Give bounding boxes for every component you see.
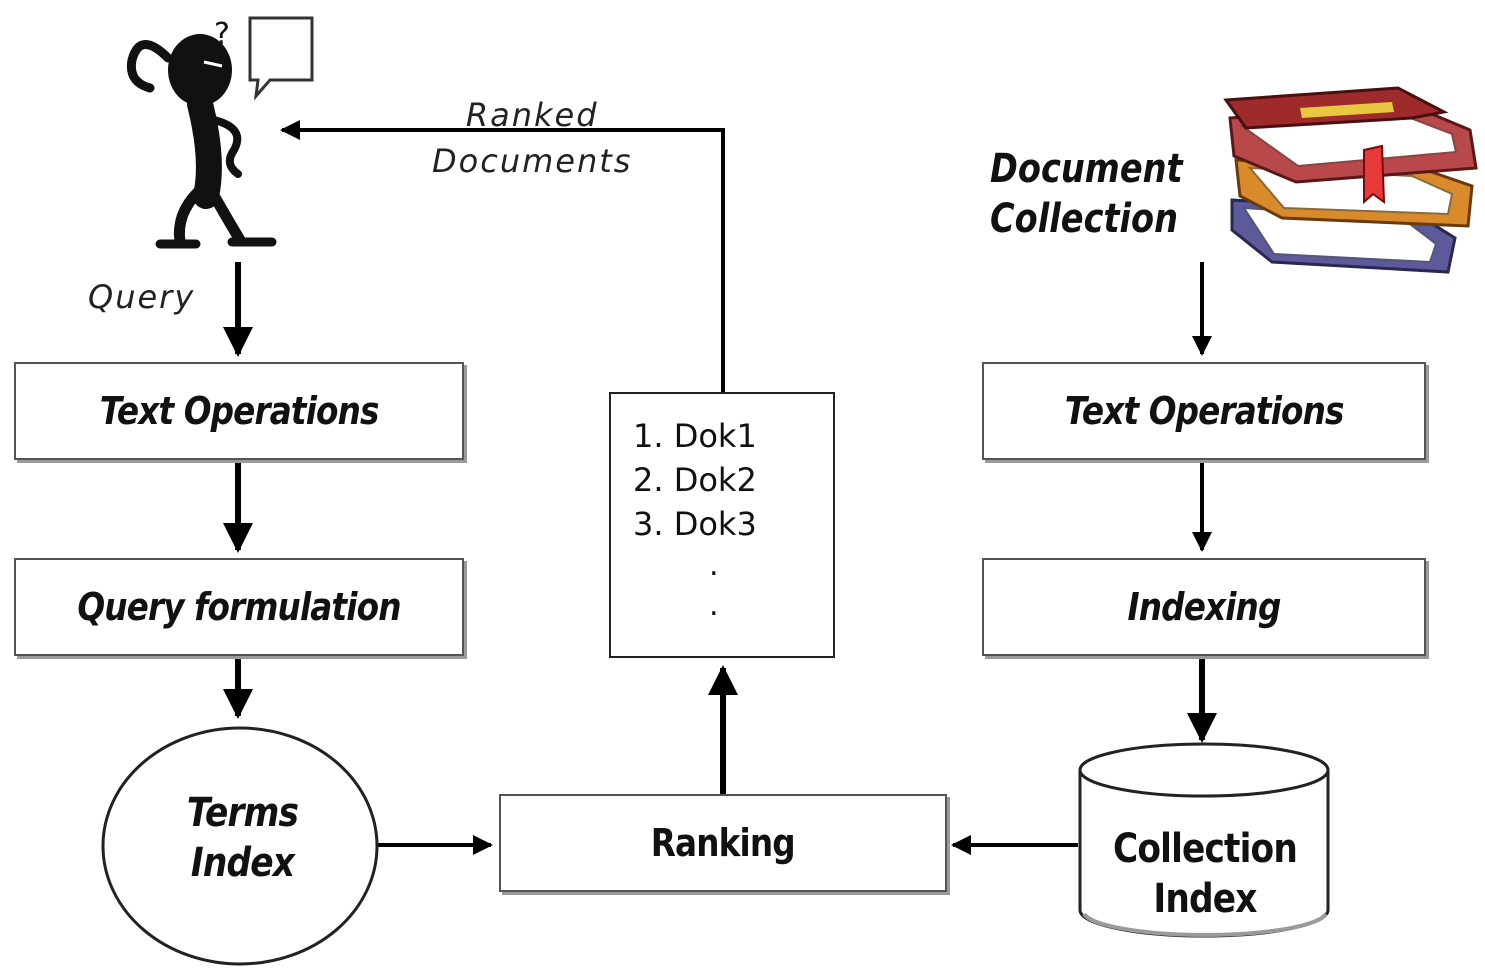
ranked-documents-line1: Ranked [465, 96, 599, 134]
terms-index-line2: Index [190, 840, 295, 886]
result-more-dot: . [709, 588, 719, 623]
document-collection-line2: Collection [990, 196, 1179, 242]
query-edge-label: Query [88, 278, 196, 316]
collection-index-label: Collection Index [1098, 824, 1313, 924]
thought-bubble-icon [248, 16, 314, 101]
result-more-dot: . [709, 548, 719, 583]
collection-index-line2: Index [1153, 876, 1257, 922]
indexing-label: Indexing [1127, 585, 1281, 629]
user-head [168, 34, 232, 106]
document-collection-line1: Document [990, 146, 1183, 192]
ranked-results-list: 1. Dok1 2. Dok2 3. Dok3 . . [609, 392, 835, 658]
ranking-label: Ranking [650, 821, 796, 865]
ranking-box: Ranking [499, 794, 947, 892]
terms-index-label: Terms Index [137, 788, 348, 888]
query-formulation-label: Query formulation [77, 585, 401, 629]
result-item: 2. Dok2 [633, 461, 757, 499]
result-item: 3. Dok3 [633, 505, 757, 543]
document-text-operations-label: Text Operations [1064, 389, 1345, 433]
user-figure-icon [126, 34, 277, 249]
document-text-operations-box: Text Operations [982, 362, 1426, 460]
result-item: 1. Dok1 [633, 417, 757, 455]
terms-index-line1: Terms [186, 790, 299, 836]
terms-index-node [101, 726, 379, 966]
arrow-ranked-documents [280, 120, 725, 392]
collection-index-line1: Collection [1113, 826, 1298, 872]
ranked-documents-line2: Documents [432, 142, 633, 180]
book-stack-icon [1223, 86, 1478, 274]
document-collection-label: Document Collection [990, 144, 1183, 244]
ranked-documents-label: Ranked Documents [432, 92, 632, 184]
question-mark: ? [214, 17, 230, 52]
collection-index-cylinder [1078, 742, 1330, 938]
query-text-operations-box: Text Operations [14, 362, 464, 460]
query-formulation-box: Query formulation [14, 558, 464, 656]
query-text-operations-label: Text Operations [99, 389, 380, 433]
indexing-box: Indexing [982, 558, 1426, 656]
